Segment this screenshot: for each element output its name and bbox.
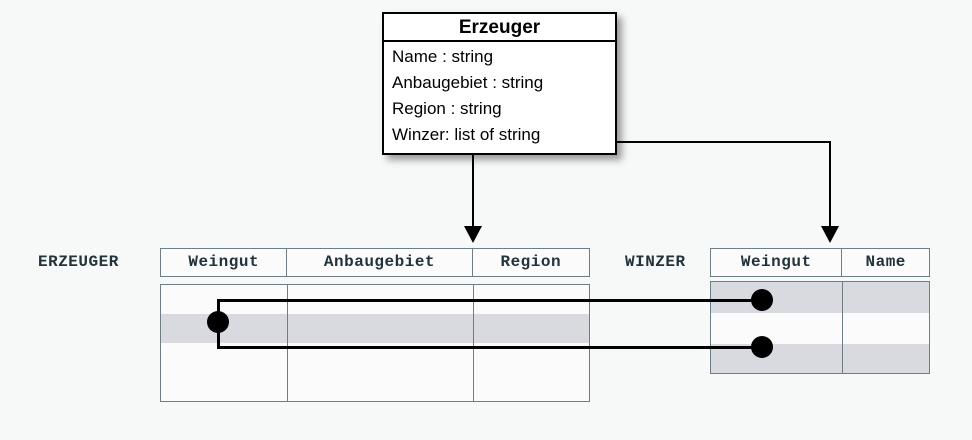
uml-attribute: Name : string: [392, 47, 494, 66]
uml-attribute: Anbaugebiet : string: [392, 73, 544, 92]
column-header-name: Name: [865, 253, 906, 271]
uml-class-name: Erzeuger: [384, 14, 615, 42]
mapping-line-right-vertical: [829, 141, 831, 229]
mapping-line-left: [472, 155, 474, 229]
join-line-lower: [217, 346, 763, 349]
table-row: [711, 282, 929, 313]
table-body-erzeuger: [160, 284, 590, 402]
table-label-winzer: WINZER: [625, 253, 686, 271]
table-row: [711, 313, 929, 344]
column-header-anbaugebiet: Anbaugebiet: [287, 249, 473, 276]
mapping-line-right-horizontal: [600, 141, 831, 143]
join-dot-erzeuger: [207, 311, 229, 333]
column-divider: [842, 282, 843, 373]
column-header-weingut: Weingut: [161, 249, 288, 276]
table-header-erzeuger: Weingut Anbaugebiet Region: [160, 248, 590, 277]
table-row: [161, 372, 589, 401]
table-row: [161, 314, 589, 343]
table-body-winzer: [710, 281, 930, 374]
column-header-weingut: Weingut: [711, 249, 843, 276]
column-divider: [287, 285, 288, 401]
mapping-arrowhead-left: [464, 226, 482, 243]
uml-class-box: Erzeuger Name : string Anbaugebiet : str…: [382, 12, 617, 155]
column-header-region: Region: [500, 253, 562, 271]
mapping-arrowhead-right: [821, 226, 839, 243]
column-divider: [473, 285, 474, 401]
uml-attribute-list: Name : string Anbaugebiet : string Regio…: [384, 42, 615, 148]
table-header-winzer: Weingut Name: [710, 248, 930, 277]
join-line-upper: [217, 299, 763, 302]
join-dot-winzer-row3: [751, 336, 773, 358]
uml-attribute: Winzer: list of string: [392, 125, 541, 144]
table-label-erzeuger: ERZEUGER: [38, 253, 119, 271]
join-dot-winzer-row1: [751, 289, 773, 311]
uml-attribute: Region : string: [392, 99, 502, 118]
